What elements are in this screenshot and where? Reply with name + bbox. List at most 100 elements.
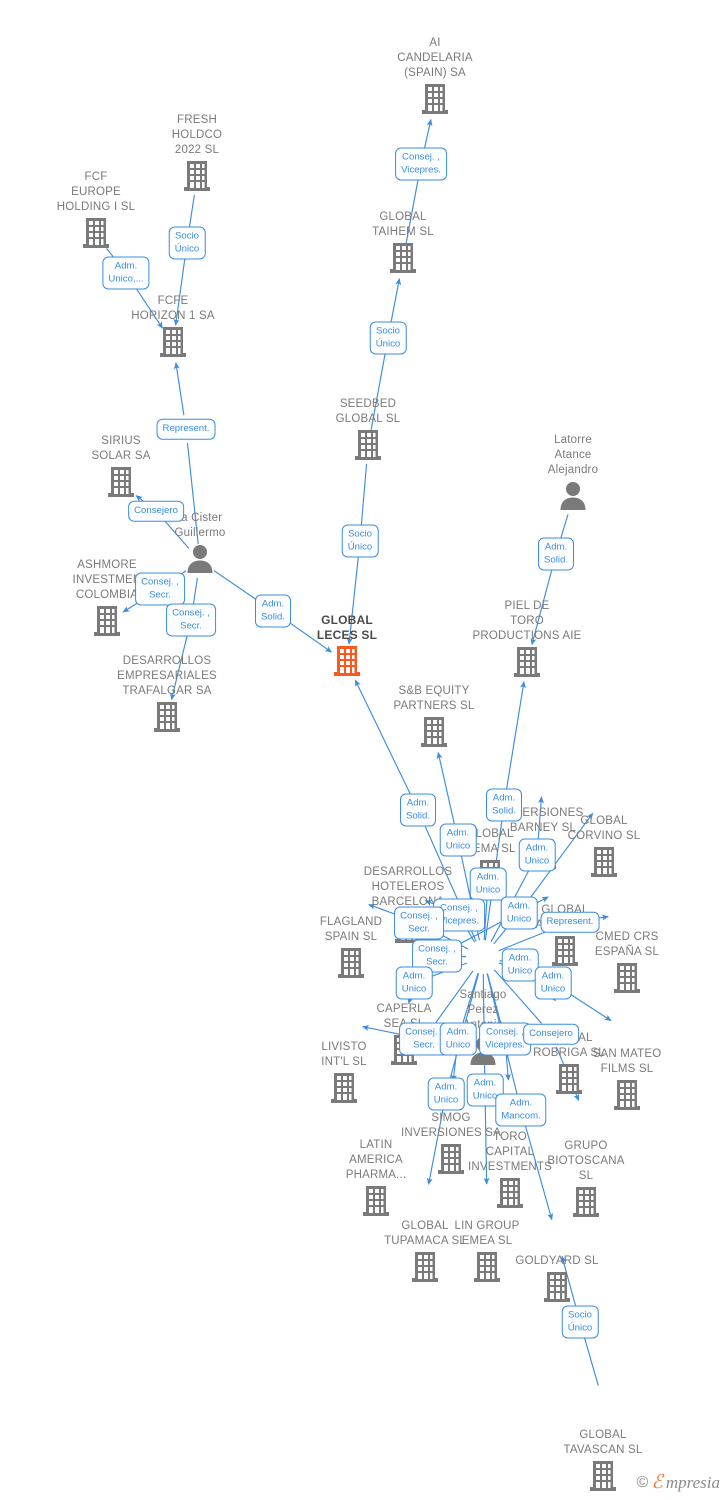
relation-label-c8[interactable]: Adm. Solid. [538, 537, 574, 571]
company-building-icon [94, 606, 120, 636]
relation-label-c26[interactable]: Adm. Unico [439, 1022, 477, 1056]
company-building-icon [614, 1080, 640, 1110]
company-icon-holder [552, 1078, 702, 1112]
edge-seedbed_global-to-c7 [360, 463, 368, 528]
relation-label-c20[interactable]: Consej. , Secr. [394, 906, 444, 940]
graph-node-ashmore[interactable]: ASHMORE INVESTMEN COLOMBIA [32, 558, 182, 638]
edge-c14-to-sb_equity [436, 751, 456, 827]
edge-c24-to-san_mateo [564, 990, 612, 1022]
company-icon-holder [21, 216, 171, 250]
relation-label-c28[interactable]: Consejero [523, 1023, 579, 1045]
graph-node-latorre[interactable]: Latorre Atance Alejandro [498, 433, 648, 513]
relation-label-c24[interactable]: Adm. Unico [534, 966, 572, 1000]
relation-label-c7[interactable]: Socio Único [341, 524, 379, 558]
relation-label-c2[interactable]: Socio Único [168, 226, 206, 260]
company-icon-holder [122, 159, 272, 193]
copyright-icon: © [636, 1473, 649, 1491]
node-label: ASHMORE INVESTMEN COLOMBIA [72, 559, 142, 601]
edge-fresh_holdco-to-c2 [188, 194, 195, 230]
company-building-icon [390, 243, 416, 273]
company-icon-holder [490, 934, 640, 968]
relation-label-c3[interactable]: Adm. Unico,... [102, 256, 150, 290]
graph-node-simog[interactable]: SIMOG INVERSIONES SA [376, 1111, 526, 1176]
graph-node-global_tavascan[interactable]: GLOBAL TAVASCAN SL [528, 1428, 678, 1493]
node-label: SIRIUS SOLAR SA [91, 435, 151, 462]
company-icon-holder [528, 1459, 678, 1493]
relation-label-c27[interactable]: Consej. , Vicepres. [479, 1022, 531, 1056]
relation-label-c6[interactable]: Consejero [128, 500, 184, 522]
company-icon-holder [350, 1250, 500, 1284]
relation-label-c4[interactable]: Socio Único [369, 321, 407, 355]
graph-node-sb_equity[interactable]: S&B EQUITY PARTNERS SL [359, 684, 509, 749]
node-label: GOLDYARD SL [515, 1255, 599, 1267]
company-icon-holder [494, 1062, 644, 1096]
graph-node-ai_candelaria[interactable]: AI CANDELARIA (SPAIN) SA [360, 36, 510, 116]
graph-node-global_tupamaca[interactable]: GLOBAL TUPAMACA SL [350, 1219, 500, 1284]
node-label: AI CANDELARIA (SPAIN) SA [397, 37, 473, 79]
edge-cister-to-c10 [192, 577, 199, 607]
relation-label-c31[interactable]: Adm. Mancom. [495, 1093, 547, 1127]
company-building-icon [160, 327, 186, 357]
relation-label-c23[interactable]: Adm. Unico [395, 966, 433, 1000]
company-building-icon [556, 1064, 582, 1094]
graph-node-goldyard[interactable]: GOLDYARD SL [482, 1254, 632, 1304]
graph-node-global_taihem[interactable]: GLOBAL TAIHEM SL [328, 210, 478, 275]
graph-node-sirius_solar[interactable]: SIRIUS SOLAR SA [46, 434, 196, 499]
relation-label-c13[interactable]: Adm. Solid. [486, 788, 522, 822]
relation-label-c9[interactable]: Consej. , Secr. [135, 572, 185, 606]
graph-node-flagland[interactable]: FLAGLAND SPAIN SL [276, 915, 426, 980]
graph-node-global_leces[interactable]: GLOBAL LECES SL [272, 613, 422, 678]
node-label: DESARROLLOS EMPRESARIALES TRAFALGAR SA [117, 655, 217, 697]
company-building-icon [514, 647, 540, 677]
relation-label-c29[interactable]: Adm. Unico [427, 1077, 465, 1111]
node-label: FRESH HOLDCO 2022 SL [171, 114, 223, 156]
company-icon-holder [412, 1250, 562, 1284]
node-label: FCFE HORIZON 1 SA [131, 295, 215, 322]
relation-label-c22[interactable]: Adm. Unico [501, 948, 539, 982]
graph-node-san_mateo[interactable]: SAN MATEO FILMS SL [552, 1047, 702, 1112]
relation-label-c32[interactable]: Socio Único [561, 1305, 599, 1339]
relation-label-c5[interactable]: Represent. [156, 418, 216, 440]
company-icon-holder [435, 1176, 585, 1210]
relation-label-c11[interactable]: Adm. Solid. [255, 594, 291, 628]
company-building-icon [591, 847, 617, 877]
relation-label-c17[interactable]: Adm. Unico [500, 896, 538, 930]
graph-node-piel_de_toro[interactable]: PIEL DE TORO PRODUCTIONS AIE [452, 599, 602, 679]
company-building-icon [552, 936, 578, 966]
relation-label-c10[interactable]: Consej. , Secr. [166, 603, 216, 637]
graph-node-desarrollos_traf[interactable]: DESARROLLOS EMPRESARIALES TRAFALGAR SA [92, 654, 242, 734]
node-label: GRUPO BIOTOSCANA SL [547, 1140, 625, 1182]
company-building-icon [331, 1073, 357, 1103]
company-icon-holder [98, 325, 248, 359]
graph-node-fcfe_horizon[interactable]: FCFE HORIZON 1 SA [98, 294, 248, 359]
graph-node-lin_group[interactable]: LIN GROUP EMEA SL [412, 1219, 562, 1284]
company-icon-holder [46, 465, 196, 499]
graph-node-fcf_europe[interactable]: FCF EUROPE HOLDING I SL [21, 170, 171, 250]
relation-label-c14[interactable]: Adm. Unico [439, 823, 477, 857]
empresia-logo-e: ℰ [651, 1472, 663, 1493]
graph-node-fresh_holdco[interactable]: FRESH HOLDCO 2022 SL [122, 113, 272, 193]
node-label: GLOBAL TAIHEM SL [372, 211, 434, 238]
graph-node-latin_america[interactable]: LATIN AMERICA PHARMA... [301, 1138, 451, 1218]
graph-node-grupo_biotoscana[interactable]: GRUPO BIOTOSCANA SL [511, 1139, 661, 1219]
relation-label-c16[interactable]: Adm. Unico [469, 867, 507, 901]
graph-node-seedbed_global[interactable]: SEEDBED GLOBAL SL [293, 397, 443, 462]
relation-label-c12[interactable]: Adm. Solid. [400, 793, 436, 827]
company-icon-holder [32, 604, 182, 638]
node-label: CMED CRS ESPAÑA SL [594, 931, 660, 958]
graph-node-global_robriga[interactable]: GLOBAL ROBRIGA SL [494, 1031, 644, 1096]
graph-node-livisto[interactable]: LIVISTO INT'L SL [269, 1040, 419, 1105]
company-icon-holder [276, 946, 426, 980]
graph-node-toro_capital[interactable]: TORO CAPITAL INVESTMENTS [435, 1130, 585, 1210]
company-icon-holder [269, 1071, 419, 1105]
node-label: INVERSIONES BARNEY SL [502, 807, 584, 834]
relation-label-c15[interactable]: Adm. Unico [518, 838, 556, 872]
node-label: PIEL DE TORO PRODUCTIONS AIE [472, 600, 582, 642]
relation-label-c18[interactable]: Represent. [540, 911, 600, 933]
empresia-logo-text: mpresia [665, 1472, 720, 1492]
graph-node-global_corvino[interactable]: GLOBAL CORVINO SL [529, 814, 679, 879]
relation-label-c1[interactable]: Consej. , Vicepres. [395, 147, 447, 181]
company-building-icon [422, 84, 448, 114]
graph-node-cmed_crs[interactable]: CMED CRS ESPAÑA SL [552, 930, 702, 995]
person-icon [187, 545, 213, 573]
